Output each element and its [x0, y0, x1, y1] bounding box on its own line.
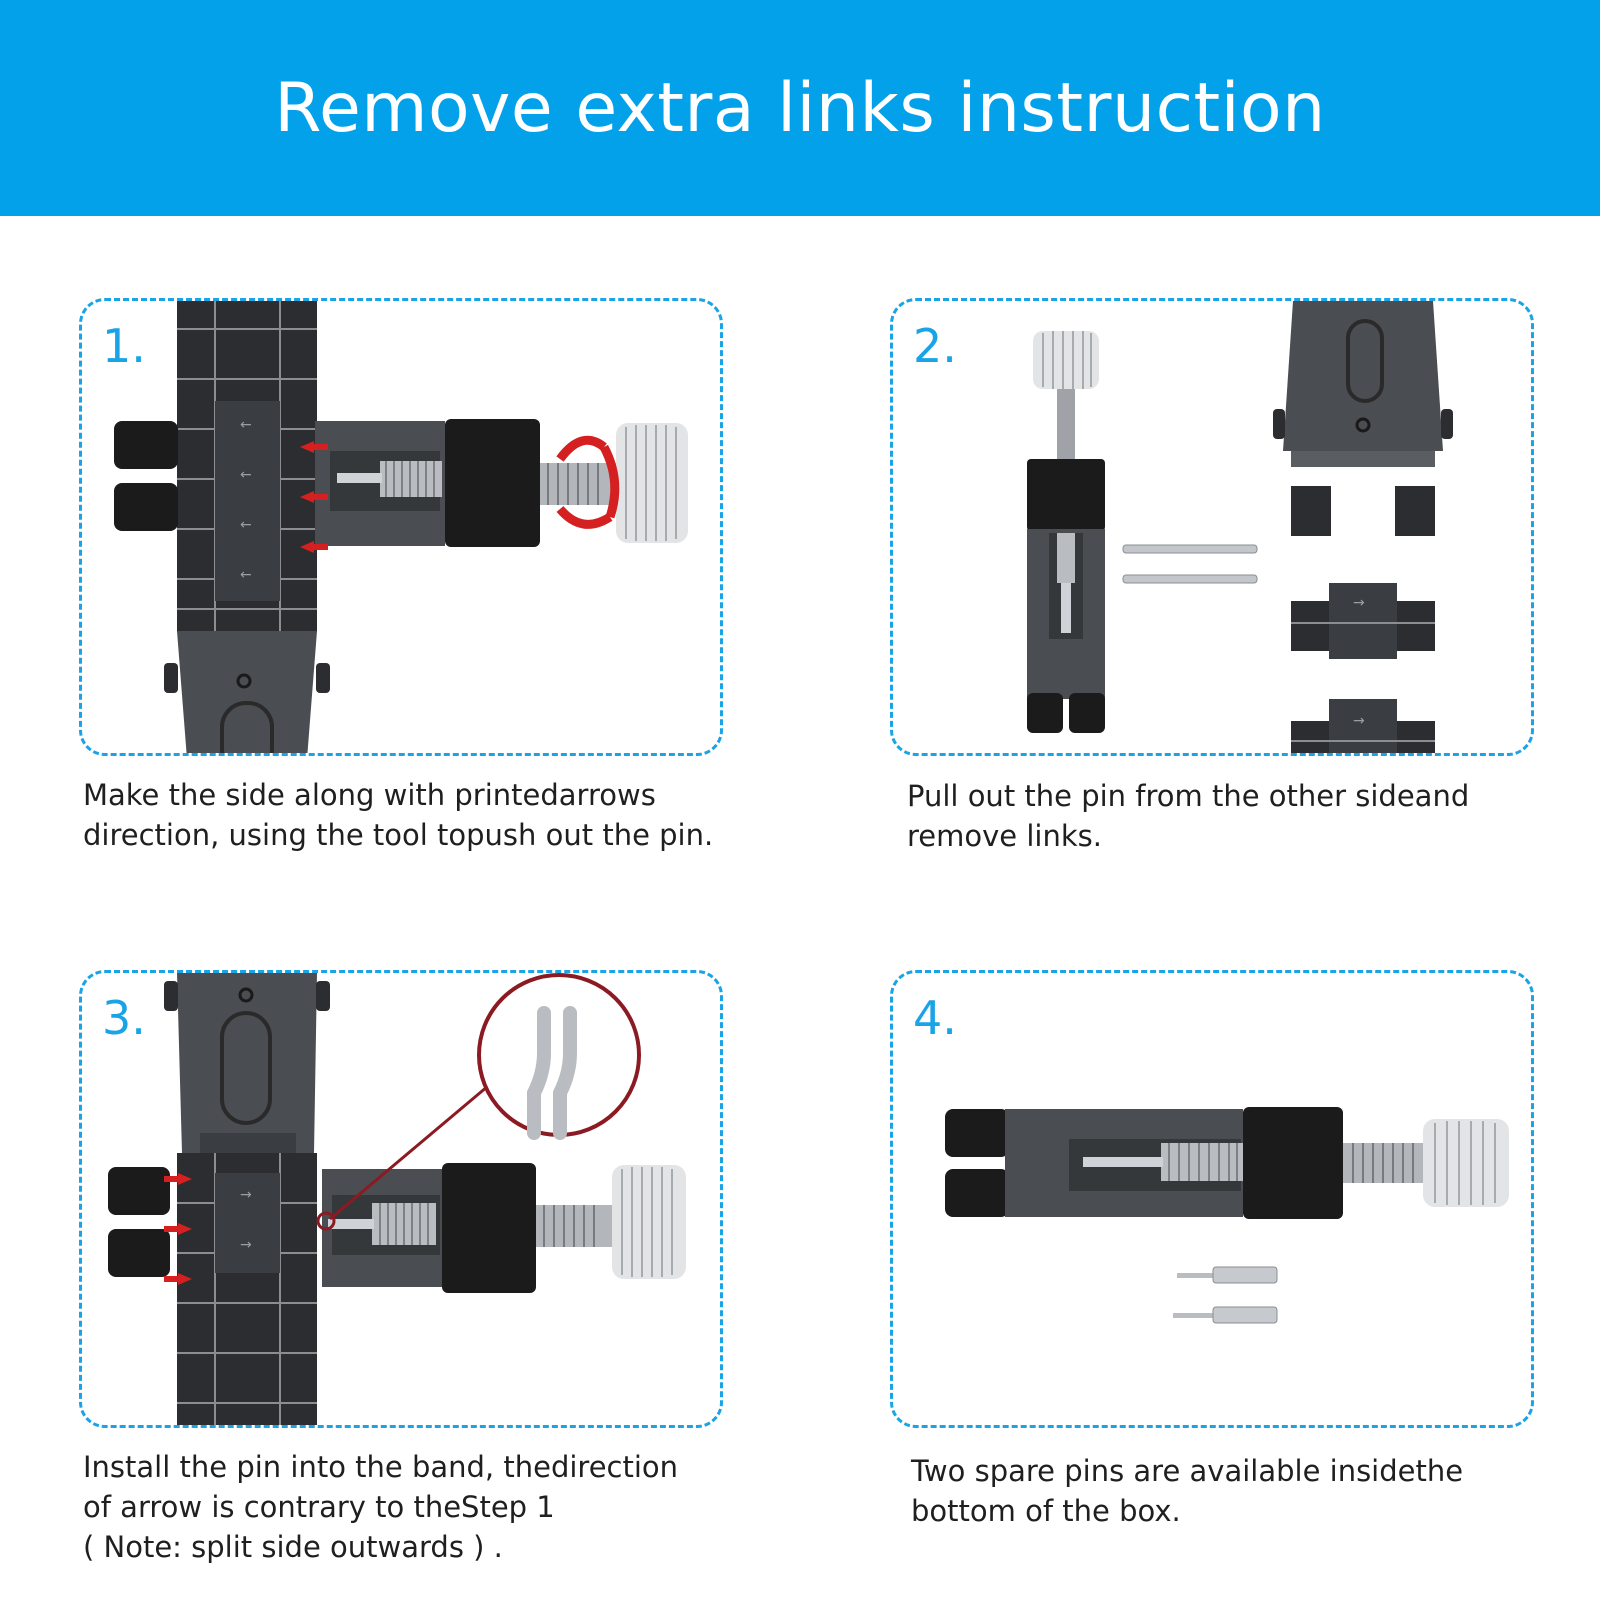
- svg-text:←: ←: [240, 417, 252, 433]
- step-2-illustration: → →: [1027, 301, 1453, 753]
- step-2-caption-line: Pull out the pin from the other sideand: [907, 779, 1470, 813]
- removed-pins: [1122, 544, 1258, 584]
- step-2-caption-line: remove links.: [907, 819, 1102, 853]
- step-1-caption-line: Make the side along with printedarrows: [83, 778, 656, 812]
- svg-text:←: ←: [240, 467, 252, 483]
- step-2-panel: 2.: [890, 298, 1534, 756]
- pin-detail-callout: [316, 973, 641, 1231]
- step-1-caption: Make the side along with printedarrows d…: [83, 775, 713, 855]
- svg-text:→: →: [1353, 713, 1365, 729]
- watch-clasp: [164, 631, 330, 753]
- step-1-panel: 1. ← ← ← ←: [79, 298, 723, 756]
- tool-feet: [108, 1167, 170, 1277]
- step-4-caption-line: Two spare pins are available insidethe: [911, 1454, 1464, 1488]
- svg-text:→: →: [240, 1237, 252, 1253]
- removed-link: →: [1291, 699, 1435, 753]
- step-4-caption: Two spare pins are available insidethe b…: [911, 1451, 1463, 1531]
- step-2-number: 2.: [913, 319, 957, 373]
- step-4-caption-line: bottom of the box.: [911, 1494, 1181, 1528]
- removed-link: →: [1291, 583, 1435, 659]
- step-1-illustration: ← ← ← ←: [114, 301, 688, 753]
- step-4-panel: 4.: [890, 970, 1534, 1428]
- step-3-number: 3.: [102, 991, 146, 1045]
- watch-clasp: [164, 973, 330, 1155]
- pin-tool: [1027, 331, 1105, 733]
- step-3-caption-line: of arrow is contrary to theStep 1: [83, 1490, 555, 1524]
- pin-tool: [322, 1163, 686, 1293]
- step-4-illustration: [945, 1107, 1509, 1324]
- tool-feet: [114, 421, 178, 531]
- spare-pins: [1173, 1266, 1278, 1324]
- step-3-caption: Install the pin into the band, thedirect…: [83, 1447, 678, 1567]
- step-4-number: 4.: [913, 991, 957, 1045]
- push-arrows: [300, 441, 328, 553]
- svg-text:→: →: [1353, 595, 1365, 611]
- svg-text:→: →: [240, 1187, 252, 1203]
- svg-text:←: ←: [240, 567, 252, 583]
- step-1-caption-line: direction, using the tool topush out the…: [83, 818, 714, 852]
- page-title: Remove extra links instruction: [274, 68, 1326, 148]
- step-3-caption-line: Install the pin into the band, thedirect…: [83, 1450, 679, 1484]
- step-2-caption: Pull out the pin from the other sideand …: [907, 776, 1469, 856]
- rotate-arrow-icon: [556, 435, 620, 529]
- step-3-caption-line: ( Note: split side outwards ) .: [83, 1530, 503, 1564]
- step-1-number: 1.: [102, 319, 146, 373]
- watch-band: ← ← ← ←: [177, 301, 317, 631]
- step-3-panel: 3. →→: [79, 970, 723, 1428]
- watch-band: →→: [177, 1153, 317, 1425]
- push-arrows: [164, 1173, 192, 1285]
- pin-tool: [315, 419, 688, 547]
- watch-clasp: [1273, 301, 1453, 536]
- svg-text:←: ←: [240, 517, 252, 533]
- pin-tool: [945, 1107, 1509, 1219]
- page-header: Remove extra links instruction: [0, 0, 1600, 216]
- step-3-illustration: →→: [108, 973, 686, 1425]
